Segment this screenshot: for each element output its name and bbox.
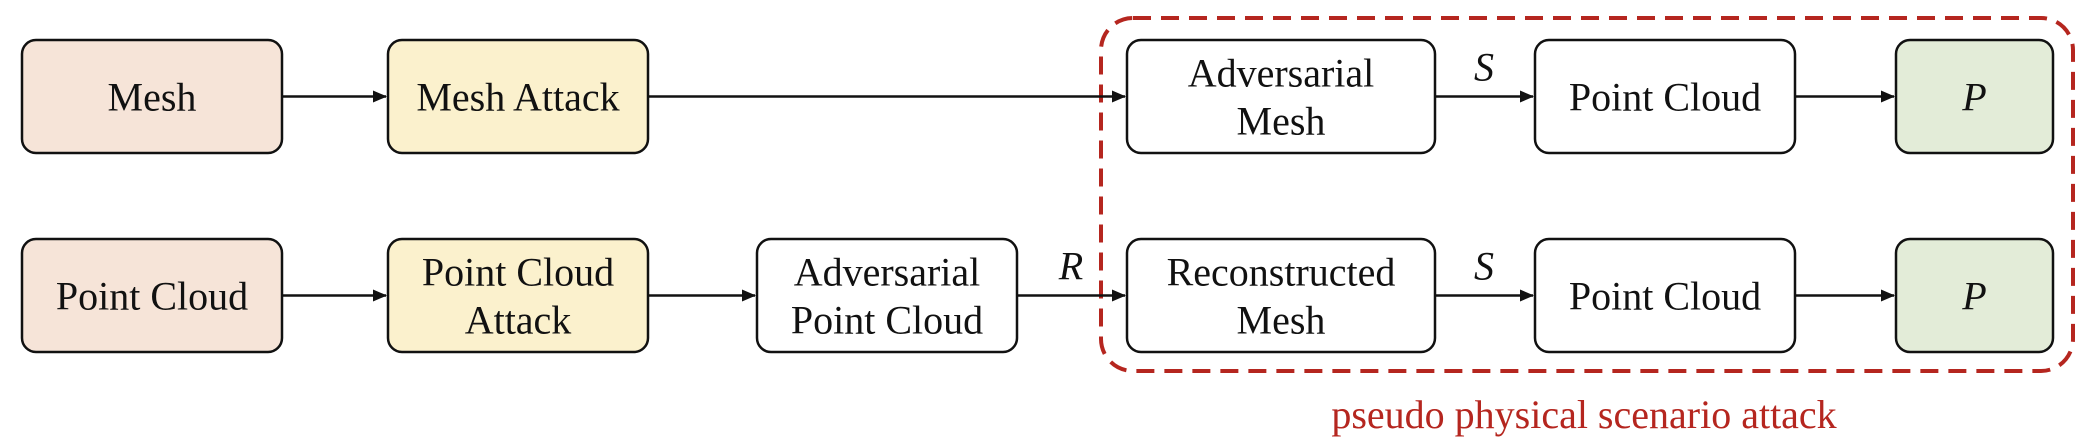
node-label-pc-top-0: Point Cloud xyxy=(1569,75,1761,120)
node-pc-top: Point Cloud xyxy=(1533,38,1797,155)
node-box-point-cloud xyxy=(20,237,284,354)
node-label-point-cloud-0: Point Cloud xyxy=(56,274,248,319)
edge-label-adv-mesh-to-pc-top: S xyxy=(1474,45,1494,90)
node-label-pc-attack-0: Point Cloud xyxy=(422,250,614,295)
node-label-recon-mesh-0: Reconstructed xyxy=(1167,250,1396,295)
node-box-recon-mesh xyxy=(1125,237,1437,354)
node-label-adv-mesh-0: Adversarial xyxy=(1188,51,1375,96)
edges-layer: S R S xyxy=(282,45,1895,302)
node-point-cloud: Point Cloud xyxy=(20,237,284,354)
edge-label-recon-mesh-to-pc-bottom: S xyxy=(1474,244,1494,289)
node-label-p-bottom-0: P xyxy=(1961,274,1986,319)
node-label-mesh-attack-0: Mesh Attack xyxy=(416,75,619,120)
node-box-adv-pc xyxy=(755,237,1019,354)
node-label-pc-attack-1: Attack xyxy=(465,298,572,343)
node-label-recon-mesh-1: Mesh xyxy=(1237,298,1326,343)
edge-label-adv-pc-to-recon-mesh: R xyxy=(1058,244,1083,289)
node-label-pc-bottom-0: Point Cloud xyxy=(1569,274,1761,319)
node-box-p-bottom xyxy=(1894,237,2055,354)
node-box-p-top xyxy=(1894,38,2055,155)
node-p-bottom: P xyxy=(1894,237,2055,354)
node-label-adv-mesh-1: Mesh xyxy=(1237,99,1326,144)
node-label-mesh-0: Mesh xyxy=(108,75,197,120)
node-box-pc-attack xyxy=(386,237,650,354)
node-box-adv-mesh xyxy=(1125,38,1437,155)
node-label-adv-pc-0: Adversarial xyxy=(794,250,981,295)
node-label-adv-pc-1: Point Cloud xyxy=(791,298,983,343)
region-label: pseudo physical scenario attack xyxy=(1331,392,1836,437)
node-box-pc-bottom xyxy=(1533,237,1797,354)
node-mesh-attack: Mesh Attack xyxy=(386,38,650,155)
node-box-mesh-attack xyxy=(386,38,650,155)
node-pc-bottom: Point Cloud xyxy=(1533,237,1797,354)
node-mesh: Mesh xyxy=(20,38,284,155)
node-p-top: P xyxy=(1894,38,2055,155)
pseudo-physical-attack-region xyxy=(1099,16,2075,373)
node-box-mesh xyxy=(20,38,284,155)
node-box-pc-top xyxy=(1533,38,1797,155)
node-label-p-top-0: P xyxy=(1961,75,1986,120)
